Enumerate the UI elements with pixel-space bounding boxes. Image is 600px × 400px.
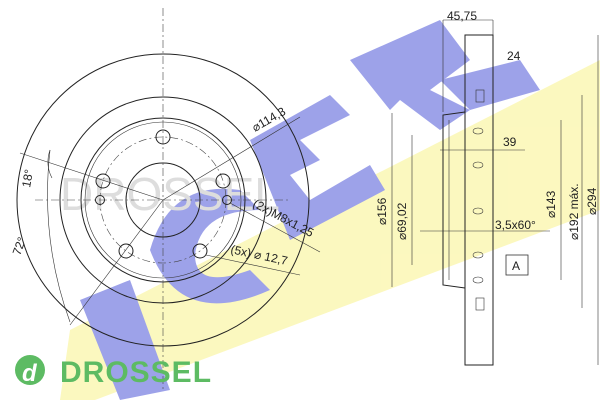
thread-section — [475, 89, 485, 103]
datum-box — [505, 254, 529, 276]
angle-ref-line — [19, 152, 164, 201]
dim-45-75: 45,75 — [447, 9, 477, 23]
watermark-letter-e — [250, 95, 385, 240]
dim-39: 39 — [503, 135, 517, 149]
angle-ref-line — [69, 199, 164, 326]
watermark-letter-c — [150, 188, 270, 304]
bolt-hole — [192, 243, 208, 259]
ghost-watermark-text: DROSSEL — [60, 168, 280, 220]
dim-24: 24 — [507, 49, 521, 63]
drossel-logo-text: DROSSEL — [60, 356, 212, 389]
svg-text:d: d — [22, 360, 38, 387]
dim-192: ⌀192 máx. — [567, 183, 581, 240]
dim-294: ⌀294 — [585, 187, 599, 215]
disc-section — [464, 34, 494, 366]
bolt-hole — [118, 243, 134, 259]
bolt-hole — [95, 173, 111, 189]
hat-section — [442, 111, 466, 289]
dim-156: ⌀156 — [375, 197, 389, 225]
side-view: 45,75 24 39 3,5x60° A ⌀156 ⌀69,02 ⌀143 ⌀… — [375, 9, 599, 366]
vent-holes — [472, 127, 484, 284]
angle-72: 72° — [10, 235, 29, 257]
angle-arc-18 — [47, 149, 53, 179]
angle-arc-72 — [47, 149, 71, 323]
leader-line — [162, 116, 301, 201]
thread-hole — [95, 195, 105, 205]
drossel-logo: d DROSSEL — [15, 355, 212, 389]
watermark-letter-i — [80, 280, 170, 400]
thread-section — [475, 297, 485, 311]
dim-chamfer: 3,5x60° — [495, 218, 536, 232]
thread-leader — [229, 202, 321, 253]
angle-18: 18° — [19, 168, 36, 189]
bolt-hole — [155, 129, 171, 145]
dim-143: ⌀143 — [544, 190, 558, 218]
watermark-letter-r — [350, 20, 470, 130]
bolt-hole — [215, 173, 231, 189]
dim-69-02: ⌀69,02 — [395, 202, 409, 240]
datum-label: A — [512, 259, 520, 273]
thread-hole — [222, 195, 232, 205]
drossel-logo-mark — [15, 355, 45, 385]
hole-leader — [205, 254, 301, 276]
